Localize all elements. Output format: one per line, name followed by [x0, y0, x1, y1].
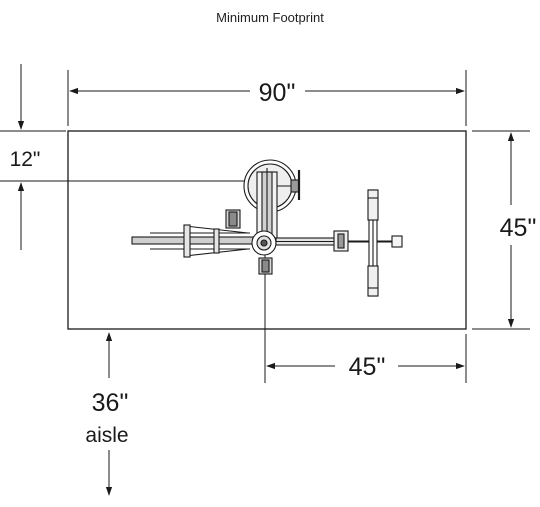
- depth-dimension: 45": [472, 130, 537, 330]
- aisle-dimension: 36" aisle: [85, 332, 129, 496]
- width-label: 90": [259, 79, 296, 107]
- aisle-text-label: aisle: [85, 424, 128, 447]
- depth-label: 45": [500, 214, 537, 242]
- offset-label: 12": [10, 148, 41, 171]
- offset-dimension: 12": [0, 64, 262, 250]
- half-width-label: 45": [349, 353, 386, 381]
- half-width-dimension: 45": [264, 240, 467, 383]
- diagram-title: Minimum Footprint: [216, 10, 324, 25]
- aisle-value-label: 36": [92, 389, 129, 417]
- footprint-rectangle: [67, 130, 467, 330]
- bike-fit-machine-icon: [131, 159, 403, 297]
- width-dimension: 90": [67, 70, 467, 126]
